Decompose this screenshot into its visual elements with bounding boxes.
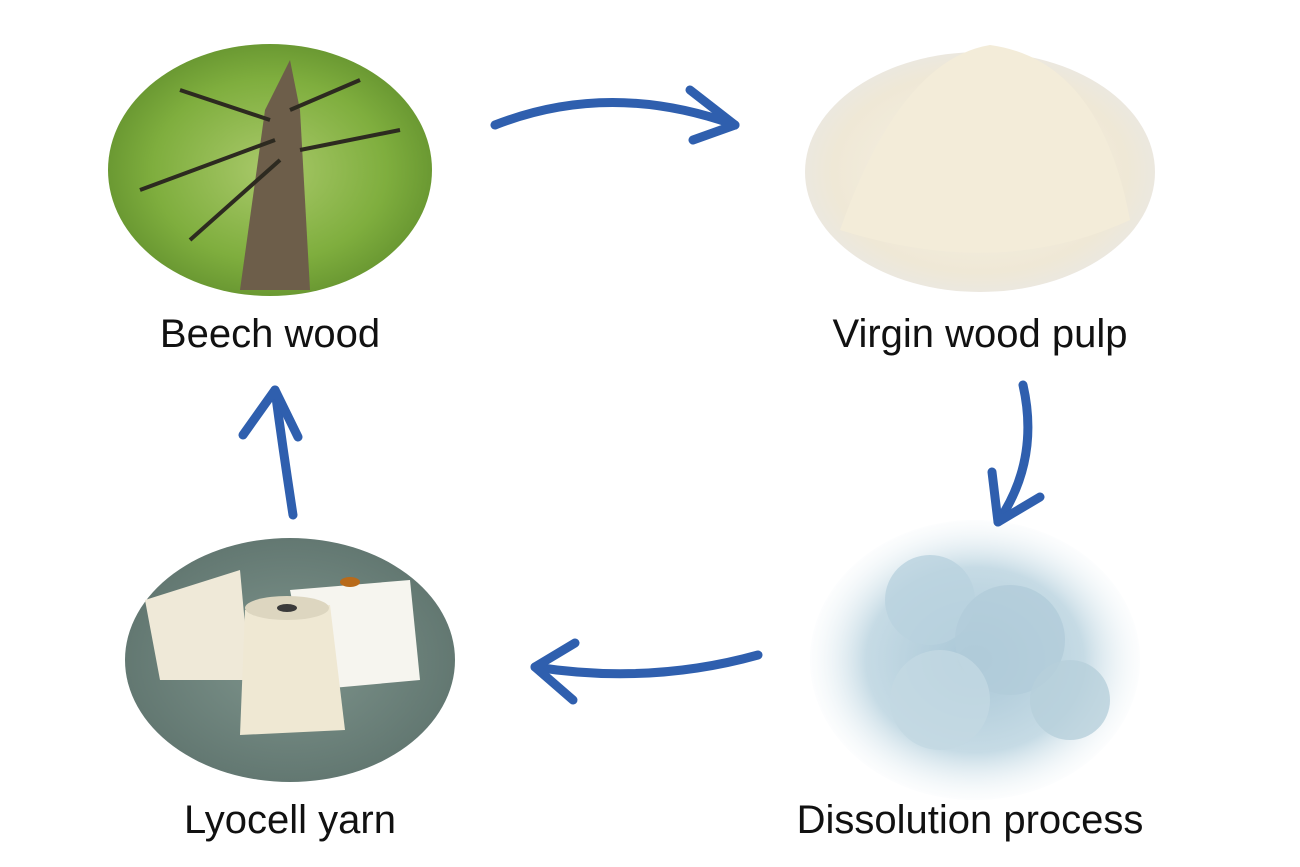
yarn-cones-photo xyxy=(125,538,455,782)
arrow-yarn-to-wood xyxy=(238,385,303,520)
label-virgin-wood-pulp: Virgin wood pulp xyxy=(832,312,1128,356)
label-dissolution-process: Dissolution process xyxy=(796,798,1144,842)
wood-pulp-photo xyxy=(805,45,1155,292)
arrow-dissolution-to-yarn xyxy=(530,638,763,705)
label-lyocell-yarn: Lyocell yarn xyxy=(184,798,396,842)
beech-tree-photo xyxy=(108,44,432,296)
dissolution-cloud-photo xyxy=(810,520,1140,800)
label-beech-wood: Beech wood xyxy=(159,312,381,356)
arrow-pulp-to-dissolution xyxy=(987,380,1045,527)
arrow-wood-to-pulp xyxy=(490,85,740,145)
